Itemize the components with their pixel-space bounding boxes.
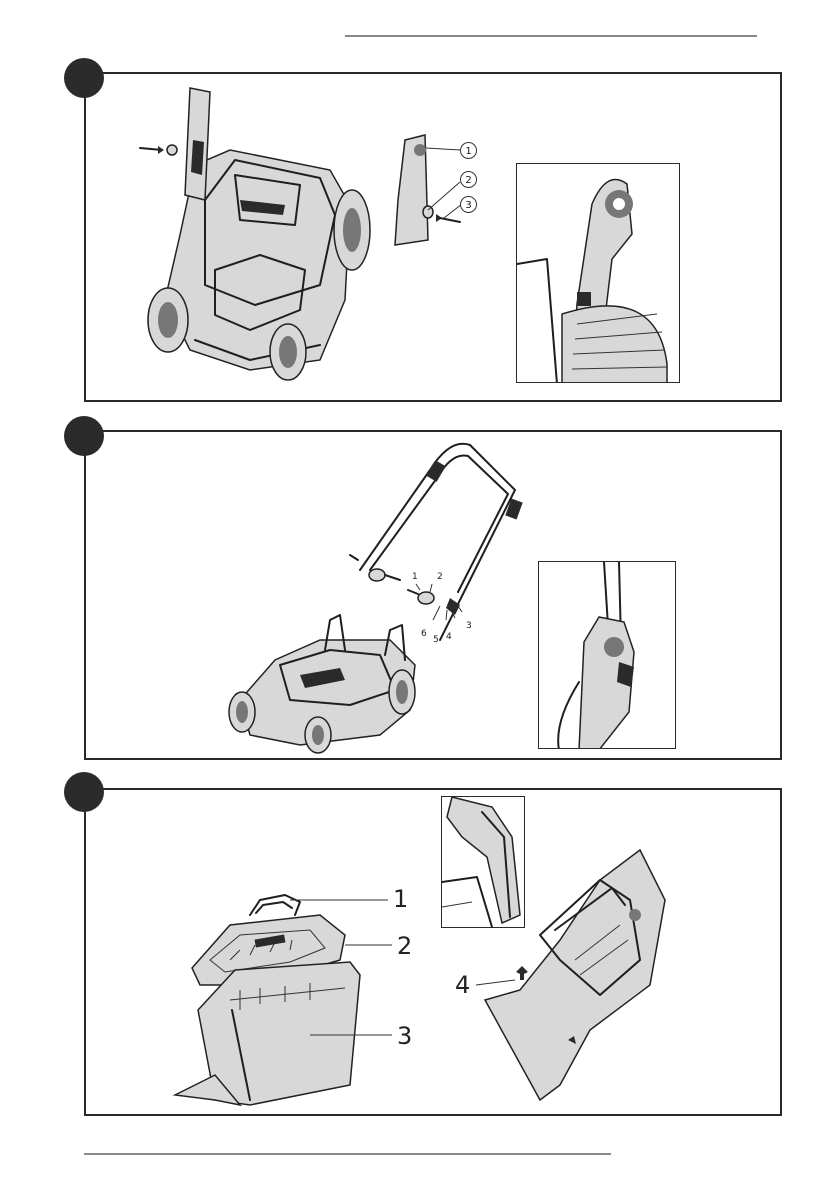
figure-3-detail-drawing [442,797,525,928]
grass-bag-handle-drawing [250,895,300,915]
figure-3-callout-2: 2 [397,934,412,958]
figure-3-callout-3: 3 [397,1024,412,1048]
figure-3-callout-4: 4 [455,973,470,997]
figure-3-detail-inset [441,796,525,928]
figure-3-callout-1: 1 [393,887,408,911]
